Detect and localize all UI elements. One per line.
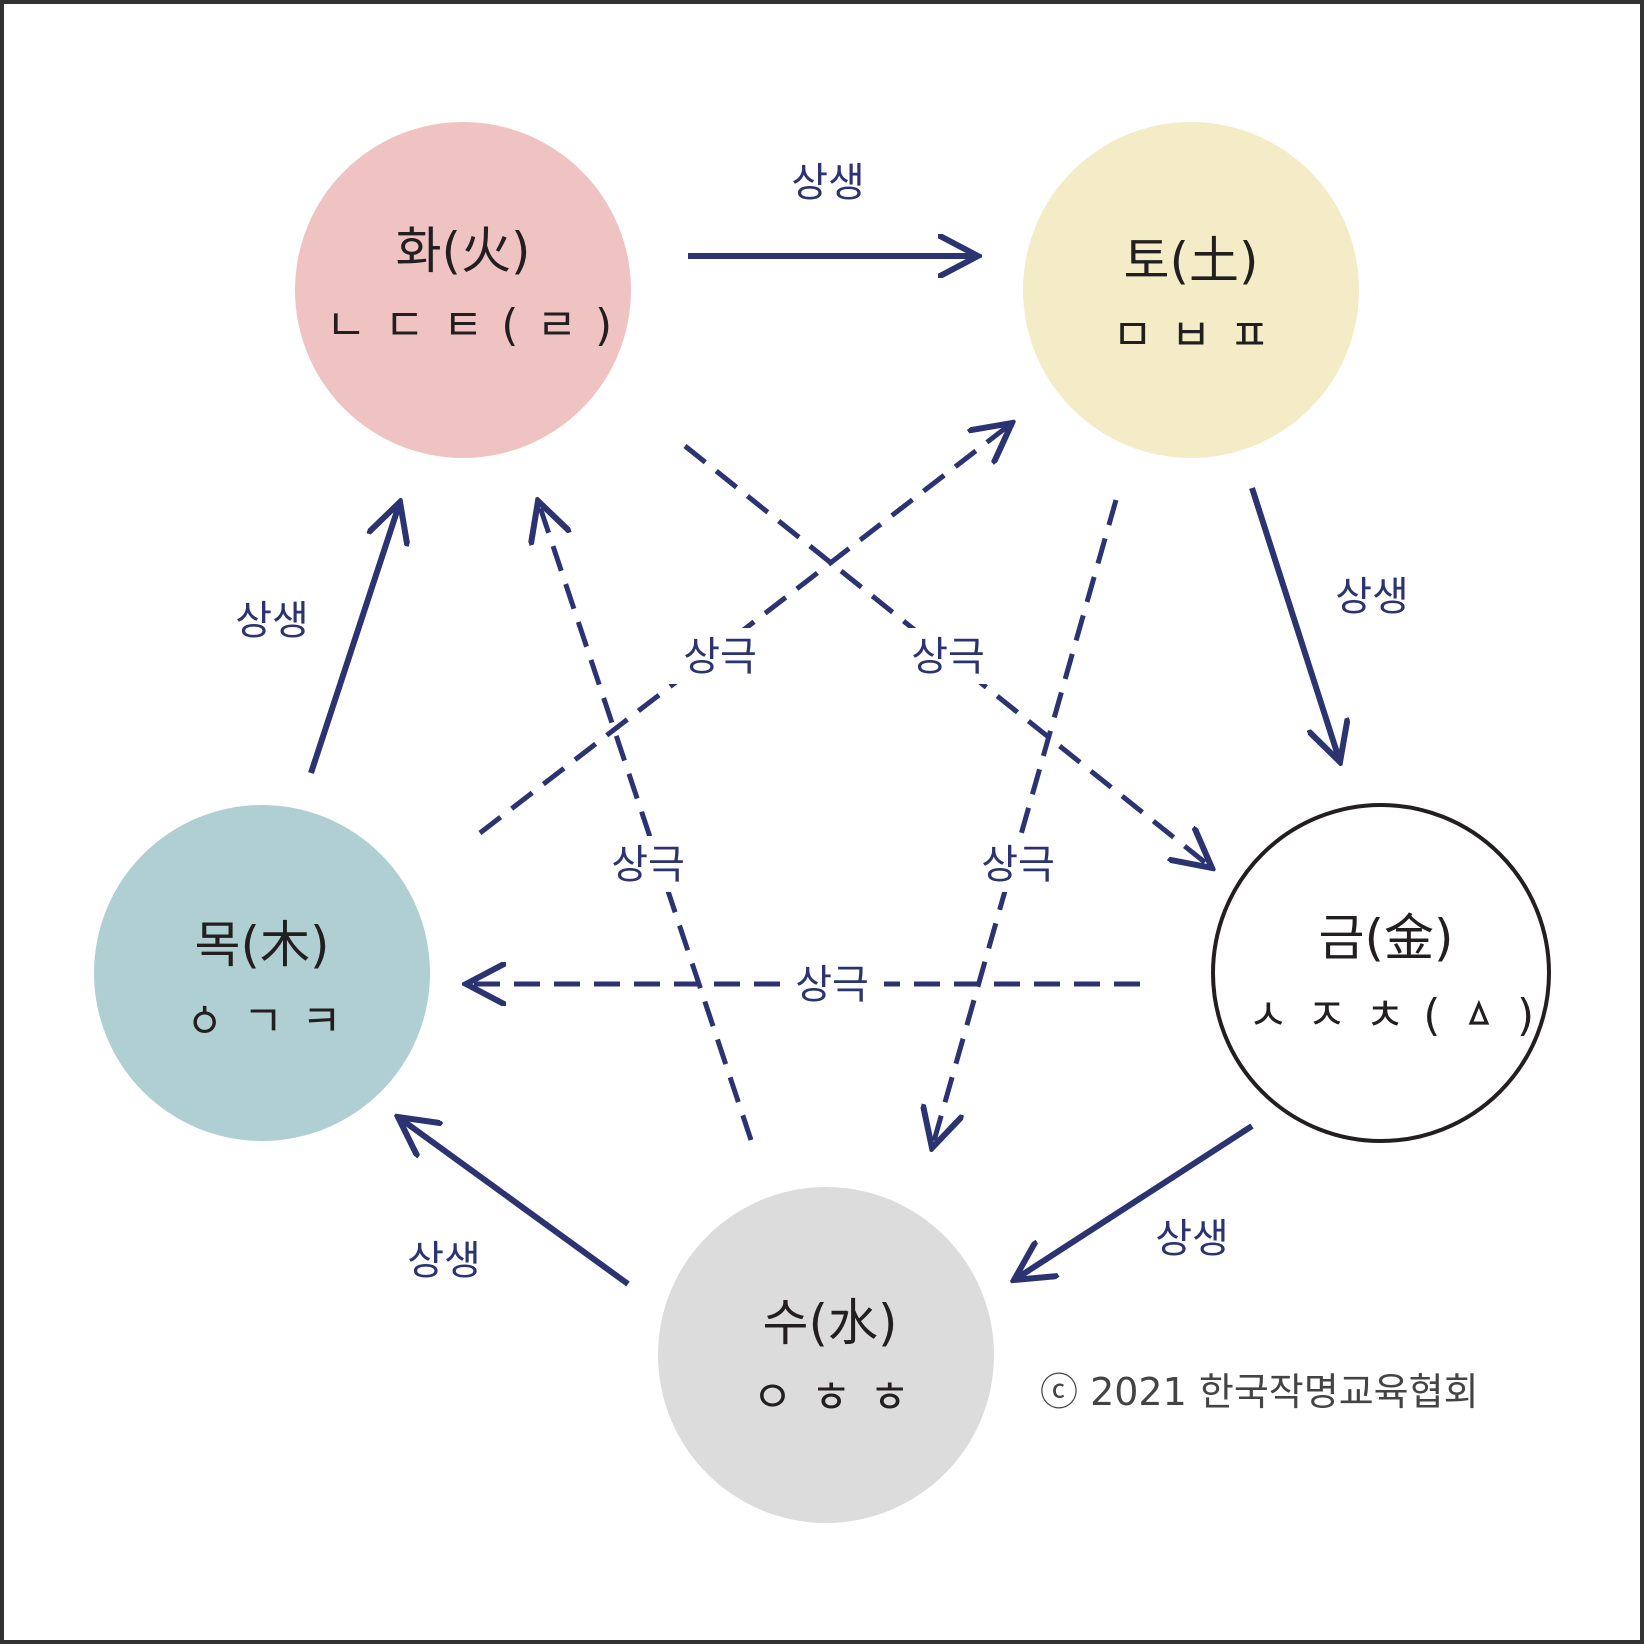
node-wood-circle — [94, 805, 430, 1141]
node-water-title: 수(水) — [762, 1294, 897, 1352]
generate-arrow-metal-to-water — [1014, 1123, 1254, 1280]
generate-labels: 상생 상생 상생 상생 상생 — [235, 160, 1409, 1284]
overcome-label-wood-earth: 상극 — [683, 634, 757, 680]
node-earth-title: 토(土) — [1123, 232, 1258, 290]
overcome-label-metal-wood: 상극 — [795, 962, 869, 1008]
node-earth: 토(土) ㅁㅂㅍ — [1023, 122, 1359, 458]
overcome-label-fire-metal: 상극 — [911, 634, 985, 680]
generate-label-water-wood: 상생 — [407, 1238, 481, 1284]
node-wood-letters: ㆁㄱㅋ — [184, 996, 359, 1047]
node-metal-title: 금(金) — [1318, 909, 1453, 967]
node-fire: 화(火) ㄴㄷㅌ(ㄹ) — [295, 122, 631, 458]
generate-arrow-water-to-wood — [398, 1117, 630, 1287]
node-fire-circle — [295, 122, 631, 458]
node-water-letters: ㅇㅎㅎ — [752, 1372, 927, 1423]
overcome-arrow-water-to-fire — [538, 501, 754, 1141]
node-water: 수(水) ㅇㅎㅎ — [658, 1187, 994, 1523]
node-water-circle — [658, 1187, 994, 1523]
node-earth-letters: ㅁㅂㅍ — [1112, 310, 1287, 361]
node-metal-circle — [1211, 803, 1551, 1143]
overcome-arrow-earth-to-water — [932, 499, 1119, 1148]
overcome-labels: 상극 상극 상극 상극 상극 — [596, 628, 1070, 1012]
overcome-label-earth-water: 상극 — [981, 842, 1055, 888]
overcome-label-water-fire: 상극 — [611, 842, 685, 888]
generate-label-earth-metal: 상생 — [1335, 574, 1409, 620]
node-wood-title: 목(木) — [194, 916, 329, 974]
node-metal-letters: ㅅㅈㅊ(ㅿ) — [1248, 990, 1552, 1041]
copyright-text: ⓒ 2021 한국작명교육협회 — [1040, 1370, 1479, 1414]
generate-label-wood-fire: 상생 — [235, 598, 309, 644]
node-wood: 목(木) ㆁㄱㅋ — [94, 805, 430, 1141]
generate-arrow-wood-to-fire — [308, 502, 400, 774]
node-earth-circle — [1023, 122, 1359, 458]
generate-label-metal-water: 상생 — [1155, 1216, 1229, 1262]
generate-arrows — [308, 256, 1340, 1287]
node-fire-letters: ㄴㄷㅌ(ㄹ) — [326, 300, 630, 351]
generate-label-fire-earth: 상생 — [791, 160, 865, 206]
node-fire-title: 화(火) — [395, 222, 530, 280]
node-metal: 금(金) ㅅㅈㅊ(ㅿ) — [1211, 803, 1552, 1143]
generate-arrow-earth-to-metal — [1249, 487, 1340, 762]
